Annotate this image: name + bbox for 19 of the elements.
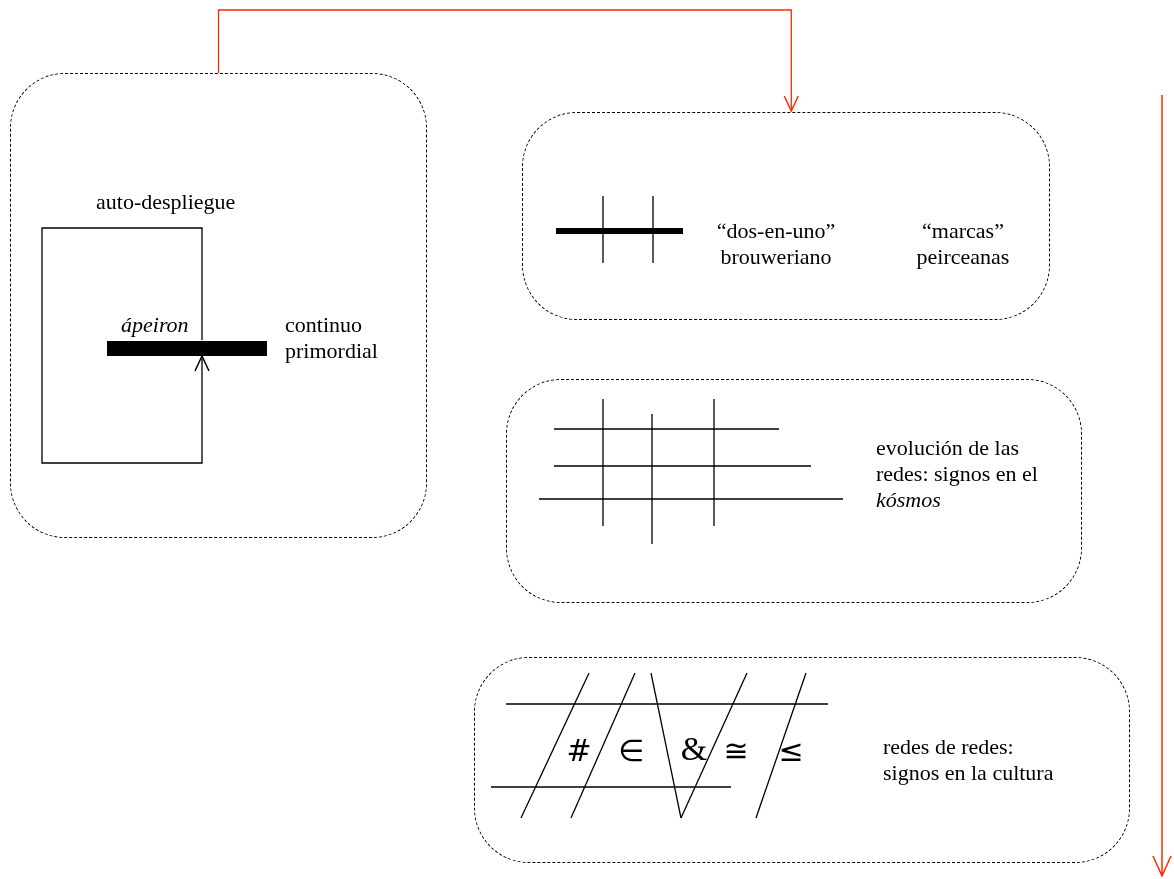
rounded-dashed-panel xyxy=(506,379,1082,603)
caption-text: “marcas” peirceanas xyxy=(915,218,1011,270)
panel-label: auto-despliegue xyxy=(96,189,237,215)
rounded-dashed-panel xyxy=(522,112,1050,320)
symbol: ≅ xyxy=(722,734,750,768)
arrow xyxy=(217,9,800,112)
symbol: # xyxy=(565,734,593,768)
arrow xyxy=(41,227,210,464)
thick-bar xyxy=(107,341,267,356)
panel-label: continuo primordial xyxy=(285,312,379,364)
caption-text: evolución de las redes: signos en el kósmos xyxy=(876,435,1039,513)
panel-label: ápeiron xyxy=(121,312,190,338)
caption-text: redes de redes: signos en la cultura xyxy=(883,734,1055,786)
caption-text: “dos-en-uno” brouweriano xyxy=(715,218,837,270)
symbol: ≤ xyxy=(777,734,805,768)
symbol: & xyxy=(679,732,709,766)
rounded-dashed-panel xyxy=(10,73,427,538)
rounded-dashed-panel xyxy=(474,657,1130,863)
symbol: ∈ xyxy=(616,734,646,768)
